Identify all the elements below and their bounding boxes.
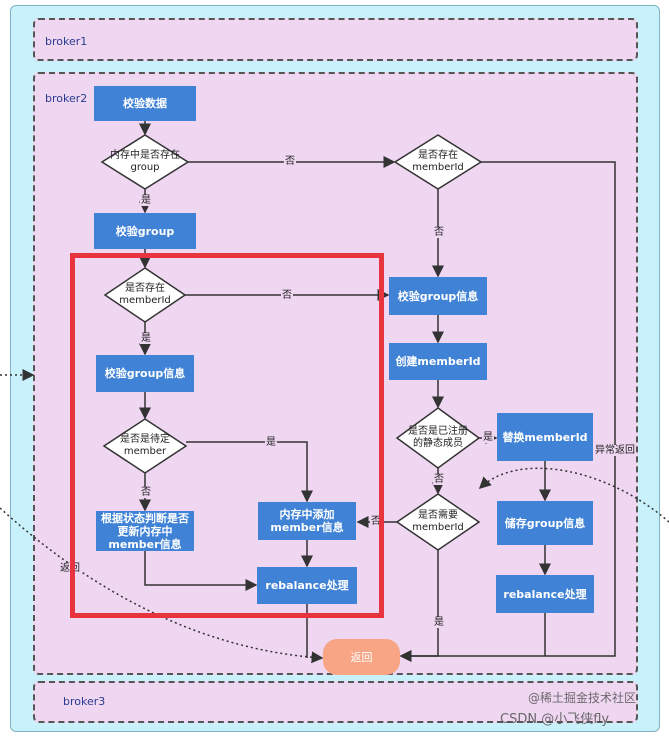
- broker3-label: broker3: [63, 695, 106, 708]
- broker2-label: broker2: [45, 92, 88, 105]
- label-group-check-no: 否: [284, 156, 296, 167]
- watermark-juejin: @稀土掘金技术社区: [528, 691, 637, 705]
- node-validate-group-info-left: 校验group信息: [96, 355, 194, 392]
- decision-member-exists-right: 是否存在memberId: [412, 150, 464, 173]
- node-rebalance-left: rebalance处理: [257, 567, 357, 604]
- node-validate-group: 校验group: [94, 213, 196, 249]
- label-abnormal-return: 异常返回: [594, 445, 636, 456]
- label-pending-no: 否: [140, 487, 152, 498]
- label-registered-yes: 是: [482, 432, 494, 443]
- label-pending-yes: 是: [265, 437, 277, 448]
- edge-return-dotted-right: [478, 467, 669, 523]
- edge-member-right-yes-return: [399, 161, 616, 662]
- decision-registered-static: 是否是已注册的静态成员: [408, 426, 468, 449]
- label-need-member-no: 否: [370, 516, 382, 527]
- node-store-group-info: 储存group信息: [497, 501, 593, 545]
- decision-group-in-memory: 内存中是否存在group: [110, 150, 180, 173]
- node-validate-group-info-right: 校验group信息: [389, 277, 487, 315]
- broker3-container: [33, 681, 638, 723]
- broker1-container: [33, 18, 638, 61]
- decision-need-member-id: 是否需要memberId: [412, 510, 464, 533]
- node-add-member-info: 内存中添加member信息: [258, 502, 356, 540]
- label-group-check-yes: 是: [140, 195, 152, 206]
- label-need-member-yes: 是: [433, 617, 445, 628]
- label-member-left-yes: 是: [140, 333, 152, 344]
- edge-update-to-rebalance: [144, 551, 258, 591]
- broker1-label: broker1: [45, 35, 88, 48]
- node-validate-data: 校验数据: [94, 86, 196, 121]
- watermark-csdn: CSDN @小飞侠fly: [500, 712, 610, 727]
- decision-member-exists-left: 是否存在memberId: [119, 283, 171, 306]
- edge-pending-yes: [186, 441, 313, 503]
- highlight-box: [70, 253, 384, 618]
- node-rebalance-right: rebalance处理: [496, 575, 594, 613]
- label-member-right-no: 否: [433, 227, 445, 238]
- edge-need-member-yes: [399, 550, 439, 662]
- node-replace-member-id: 替换memberId: [497, 413, 593, 461]
- node-create-member-id: 创建memberId: [389, 343, 487, 380]
- label-member-left-no: 否: [281, 290, 293, 301]
- label-registered-no: 否: [433, 474, 445, 485]
- decision-pending-member: 是否是待定member: [120, 434, 170, 457]
- node-return: 返回: [323, 639, 400, 675]
- node-update-by-state: 根据状态判断是否更新内存中member信息: [96, 511, 194, 551]
- edge-return-dotted-left: [0, 507, 324, 664]
